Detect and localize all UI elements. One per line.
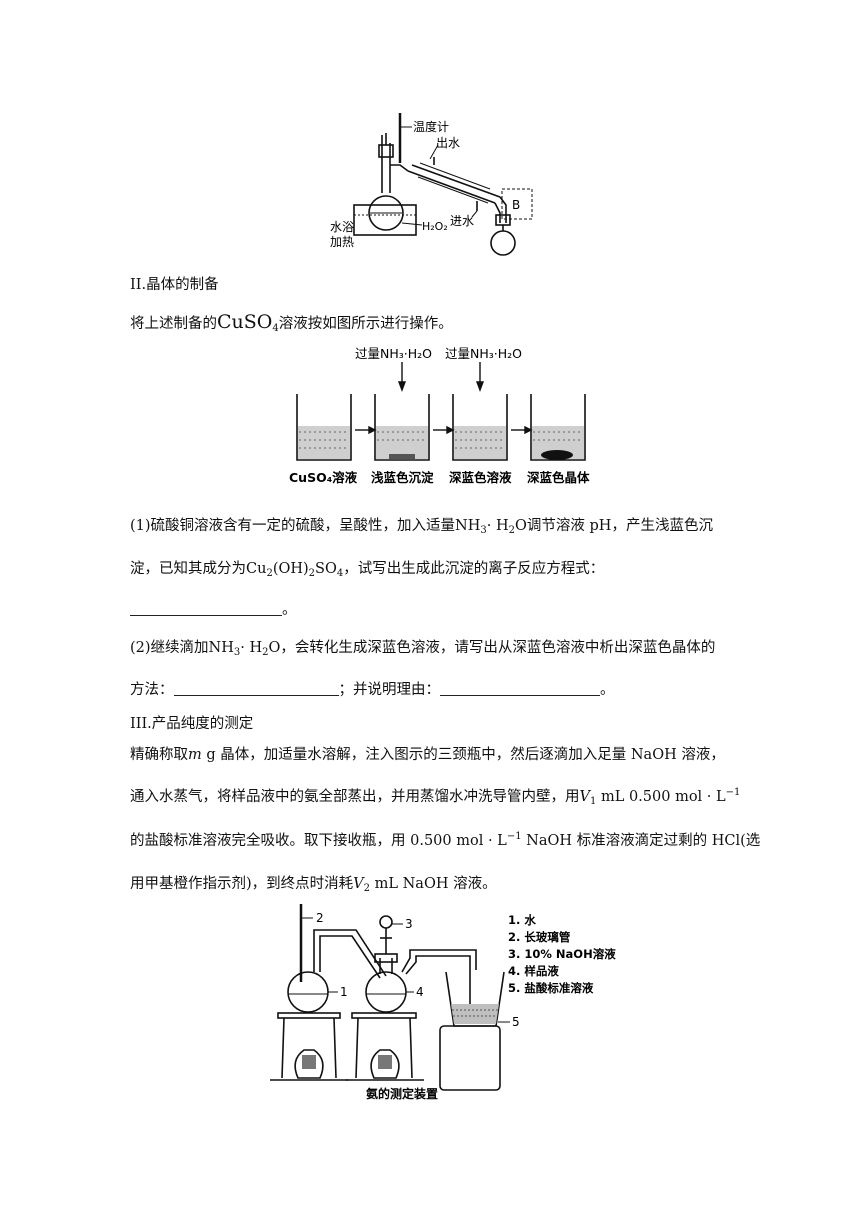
legend-item-1: 1. 水 <box>508 913 536 927</box>
beaker-label-deep-blue-crystal: 深蓝色晶体 <box>527 470 590 485</box>
label-number-1: 1 <box>340 985 348 999</box>
water-out-label: 出水 <box>436 136 460 150</box>
beaker-label-cuso4: CuSO₄溶液 <box>289 470 358 485</box>
section-3-heading: III.产品纯度的测定 <box>130 716 254 732</box>
legend-item-3: 3. 10% NaOH溶液 <box>508 947 616 961</box>
answer-blank-method[interactable] <box>173 681 339 696</box>
legend-item-2: 2. 长玻璃管 <box>508 930 571 944</box>
b-box-label: B <box>512 198 520 212</box>
question-2-line-2: 方法：；并说明理由：。 <box>130 681 615 698</box>
question-1-line-2: 淀，已知其成分为Cu2(OH)2SO4，试写出生成此沉淀的离子反应方程式： <box>130 561 605 579</box>
thermometer-label: 温度计 <box>413 119 449 134</box>
label-number-5: 5 <box>512 1015 520 1029</box>
distillation-apparatus-figure: 温度计 出水 进水 水浴 加热 H₂O₂ B <box>330 113 533 256</box>
ammonia-measurement-apparatus-figure: 1 2 3 4 5 1. 水 2. 长玻璃管 3. 10% NaOH溶液 4. … <box>270 904 616 1101</box>
legend-item-5: 5. 盐酸标准溶液 <box>508 981 594 995</box>
h2o2-label: H₂O₂ <box>422 220 448 233</box>
answer-blank-ionic-equation[interactable] <box>130 601 282 616</box>
crystal-preparation-figure: 过量NH₃·H₂O 过量NH₃·H₂O CuSO₄溶液 浅蓝色沉淀 深蓝色溶液 … <box>289 346 590 485</box>
label-number-3: 3 <box>405 917 413 931</box>
add-nh3-label-1: 过量NH₃·H₂O <box>355 346 432 361</box>
question-2-line-1: (2)继续滴加NH3· H2O，会转化生成深蓝色溶液，请写出从深蓝色溶液中析出深… <box>130 640 716 658</box>
section-3-paragraph-line-2: 通入水蒸气，将样品液中的氨全部蒸出，并用蒸馏水冲洗导管内壁，用V1 mL 0.5… <box>130 787 741 807</box>
question-1-answer-line: 。 <box>130 598 297 619</box>
question-1-line-1: (1)硫酸铜溶液含有一定的硫酸，呈酸性，加入适量NH3· H2O调节溶液 pH，… <box>130 518 713 536</box>
section-2-intro: 将上述制备的CuSO4溶液按如图所示进行操作。 <box>130 311 453 334</box>
legend-item-4: 4. 样品液 <box>508 964 559 978</box>
section-3-paragraph-line-4: 用甲基橙作指示剂)，到终点时消耗V2 mL NaOH 溶液。 <box>130 876 497 894</box>
section-3-paragraph-line-1: 精确称取m g 晶体，加适量水溶解，注入图示的三颈瓶中，然后逐滴加入足量 NaO… <box>130 747 725 763</box>
answer-blank-reason[interactable] <box>440 681 600 696</box>
add-nh3-label-2: 过量NH₃·H₂O <box>445 346 522 361</box>
beaker-label-light-blue-precipitate: 浅蓝色沉淀 <box>371 470 434 485</box>
water-bath-label-2: 加热 <box>330 235 354 249</box>
section-2-heading: II.晶体的制备 <box>130 277 219 293</box>
label-number-4: 4 <box>416 985 424 999</box>
water-in-label: 进水 <box>450 214 474 228</box>
label-number-2: 2 <box>316 911 324 925</box>
figure-caption: 氨的测定装置 <box>366 1086 438 1101</box>
beaker-label-deep-blue-solution: 深蓝色溶液 <box>449 470 512 485</box>
section-3-paragraph-line-3: 的盐酸标准溶液完全吸收。取下接收瓶，用 0.500 mol · L−1 NaOH… <box>130 831 761 849</box>
water-bath-label-1: 水浴 <box>330 220 354 234</box>
cuso4-formula: CuSO4 <box>217 311 279 334</box>
